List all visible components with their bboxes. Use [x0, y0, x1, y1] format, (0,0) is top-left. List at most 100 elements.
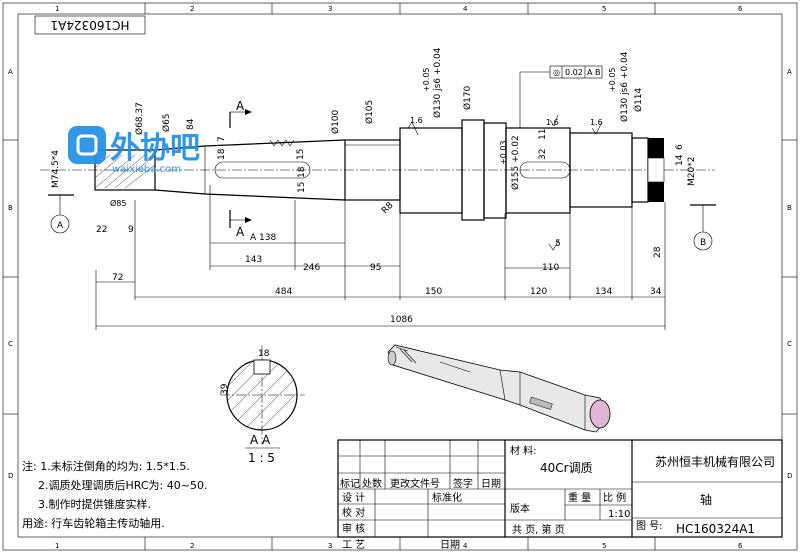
dim-thread-6: 6 [675, 144, 685, 150]
row-standardization: 标准化 [432, 491, 462, 504]
ratio-label: 比 例 [603, 491, 626, 504]
zone-col-3: 3 [328, 5, 332, 13]
collar-step [483, 122, 507, 219]
material-label: 材 料: [510, 444, 537, 457]
header-change: 更改文件号 [390, 477, 440, 490]
dim-key-15b: 15 [297, 182, 307, 193]
taper-bottom-edge [154, 189, 346, 201]
roughness-1-6-a: 1.6 [410, 116, 423, 125]
material-value: 40Cr调质 [540, 461, 593, 475]
dim-1086: 1086 [390, 315, 413, 325]
dim-tol-0-05: +0.05 [422, 67, 431, 92]
dim-28: 28 [653, 246, 663, 258]
dim-key-15: 15 [296, 149, 306, 160]
dim-d100: Ø100 [330, 109, 341, 134]
row-design: 设 计 [342, 491, 365, 504]
scale-value: 1:10 [608, 509, 630, 520]
zone-row-b: B [8, 204, 13, 212]
dim-150: 150 [425, 287, 442, 297]
drawing-no-value: HC160324A1 [676, 522, 755, 536]
dim-d65: Ø65 [161, 113, 172, 132]
sheets-label: 共 页, 第 页 [512, 523, 565, 536]
zone-col-1-bottom: 1 [55, 542, 59, 550]
dim-d105: Ø105 [364, 100, 375, 124]
zone-row-c-right: C [787, 340, 792, 348]
dim-5: 5 [555, 239, 561, 249]
section-a-a: 18 39 A A 1 : 5 [220, 345, 305, 465]
left-thread-section [94, 149, 156, 191]
view-b-label: B [700, 238, 706, 248]
section-d130-left [399, 127, 463, 214]
zone-row-b-right: B [787, 204, 792, 212]
cut-label-a-top: A [236, 99, 245, 113]
zone-col-4: 4 [463, 5, 468, 13]
dim-95: 95 [370, 263, 381, 273]
zone-col-2-bottom: 2 [190, 542, 194, 550]
dim-246: 246 [303, 263, 320, 273]
zone-col-3-bottom: 3 [328, 542, 332, 550]
dim-r8: R8 [380, 200, 396, 216]
view-a-label: A [57, 221, 64, 231]
dim-tol-0-03: +0.03 [499, 140, 508, 165]
roughness-symbols: 1.6 1.6 1.6 [269, 114, 603, 251]
view-a-circle [50, 214, 70, 234]
cut-label-a-bottom: A [236, 225, 245, 239]
dim-134: 134 [595, 287, 612, 297]
runout-symbol: ◎ [553, 68, 560, 77]
zone-col-5: 5 [602, 5, 606, 13]
zone-col-6-bottom: 6 [738, 542, 743, 550]
dim-d68-37: Ø68.37 [134, 102, 145, 135]
row-process: 工 艺 [342, 539, 365, 551]
dim-d130-right: Ø130 js6 +0.04 [619, 51, 630, 122]
zone-col-5-bottom: 5 [602, 542, 606, 550]
row-check: 校 对 [342, 506, 365, 519]
shaft-end-face [589, 399, 611, 429]
view-b-circle [693, 231, 713, 251]
dim-tol-0-05b: +0.05 [608, 67, 617, 92]
row-date: 日期 [440, 539, 460, 551]
dim-a-138: A 138 [250, 233, 276, 243]
header-mark: 标记 [340, 478, 360, 490]
weight-label: 重 量 [568, 491, 591, 504]
drawing-no-label: 图 号: [636, 520, 663, 532]
dim-34: 34 [650, 287, 662, 297]
dim-thread-14: 14 [675, 154, 685, 166]
zone-row-a-right: A [787, 68, 792, 76]
dim-9: 9 [128, 225, 134, 235]
note-line-2: 2.调质处理调质后HRC为: 40~50. [38, 479, 207, 492]
shaft-3d-view [387, 344, 611, 433]
zone-row-d: D [8, 472, 13, 480]
header-count: 处数 [362, 477, 382, 490]
zone-col-6: 6 [738, 5, 743, 13]
zone-row-a: A [8, 68, 13, 76]
sec-dim-39: 39 [220, 383, 230, 395]
section-title: A A [250, 433, 271, 447]
watermark-logo-icon [68, 126, 106, 164]
watermark-brand: 外协吧 [110, 131, 200, 166]
zone-col-2: 2 [190, 5, 194, 13]
dim-484: 484 [275, 287, 292, 297]
header-date: 日期 [481, 478, 501, 490]
runout-tolerance-frame: ◎ 0.02 A B [519, 65, 603, 128]
dim-72: 72 [112, 273, 123, 283]
dim-7: 7 [217, 136, 227, 142]
dimension-lines: A 138 143 246 95 110 72 484 150 120 134 … [95, 185, 666, 330]
dim-22: 22 [96, 225, 107, 235]
dim-143: 143 [245, 255, 262, 265]
shaft-main-view: A A A B 1.6 1.6 1.6 [40, 47, 716, 258]
dim-d8-5: Ø85 [110, 198, 126, 208]
row-review: 审 核 [342, 522, 365, 535]
keyway-slot-left [214, 161, 311, 179]
version-label: 版本 [510, 502, 530, 515]
dim-key-18b: 18 [297, 166, 307, 178]
drawing-number-box: HC160324A1 [34, 15, 146, 35]
dim-m20-thread: M20*2 [687, 157, 697, 186]
runout-datum: A B [587, 68, 601, 77]
zone-col-1: 1 [55, 5, 59, 13]
dim-key-18: 18 [217, 148, 227, 160]
header-sign: 签字 [453, 477, 473, 490]
dim-110: 110 [542, 263, 559, 273]
dim-d155: Ø155 +0.02 [510, 135, 521, 190]
dim-d130-left: Ø130 js6 +0.04 [432, 47, 443, 118]
